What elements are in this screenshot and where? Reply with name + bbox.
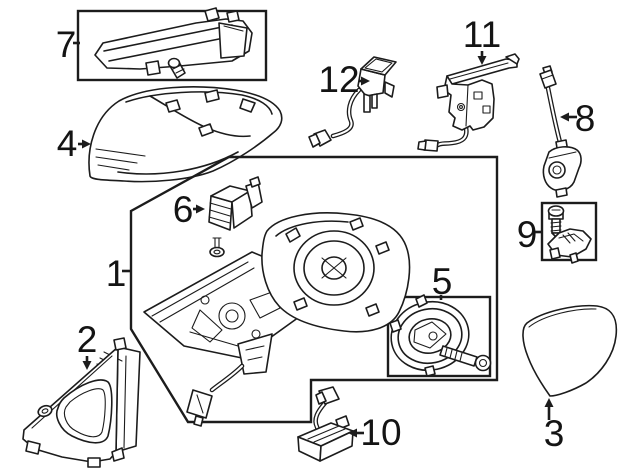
screw-icon bbox=[209, 237, 225, 258]
group-box-5 bbox=[386, 295, 492, 378]
callout-9[interactable]: 9 bbox=[517, 214, 542, 255]
callout-3[interactable]: 3 bbox=[544, 398, 565, 454]
mirror-cover-cap-icon bbox=[88, 86, 283, 183]
callout-12-label[interactable]: 12 bbox=[318, 59, 359, 100]
mirror-assembly-icon bbox=[143, 212, 411, 427]
callout-4[interactable]: 4 bbox=[57, 123, 91, 164]
group-box-7 bbox=[76, 9, 268, 82]
callout-7[interactable]: 7 bbox=[56, 24, 80, 65]
control-module-icon bbox=[208, 176, 263, 258]
callout-3-label[interactable]: 3 bbox=[544, 413, 565, 454]
callout-4-label[interactable]: 4 bbox=[57, 123, 78, 164]
group-box-1 bbox=[129, 155, 499, 424]
corner-trim-panel-icon bbox=[22, 337, 141, 468]
callout-7-label[interactable]: 7 bbox=[56, 24, 77, 65]
callout-11-label[interactable]: 11 bbox=[463, 14, 501, 55]
mirror-glass-icon bbox=[522, 304, 618, 397]
callout-10-label[interactable]: 10 bbox=[360, 412, 401, 453]
screw-and-clip-icon bbox=[547, 205, 592, 264]
callout-5[interactable]: 5 bbox=[432, 261, 453, 302]
callout-5-label[interactable]: 5 bbox=[432, 261, 453, 302]
callout-10[interactable]: 10 bbox=[348, 412, 402, 453]
sensor-with-cable-icon bbox=[308, 56, 397, 148]
callout-8-label[interactable]: 8 bbox=[575, 98, 596, 139]
turn-signal-lamp-icon bbox=[94, 7, 253, 79]
callout-2[interactable]: 2 bbox=[77, 319, 98, 370]
callout-11[interactable]: 11 bbox=[463, 14, 501, 65]
callout-6-label[interactable]: 6 bbox=[173, 189, 194, 230]
bracket-with-harness-icon bbox=[417, 53, 520, 152]
callout-1[interactable]: 1 bbox=[106, 253, 130, 294]
camera-with-cable-icon bbox=[539, 65, 582, 198]
callout-12[interactable]: 12 bbox=[318, 59, 370, 100]
group-boxes bbox=[76, 9, 598, 424]
callout-6[interactable]: 6 bbox=[173, 189, 205, 230]
callout-1-label[interactable]: 1 bbox=[106, 253, 127, 294]
speaker-icon bbox=[389, 294, 492, 377]
callout-8[interactable]: 8 bbox=[560, 98, 596, 139]
callout-9-label[interactable]: 9 bbox=[517, 214, 538, 255]
bolt-icon bbox=[439, 345, 492, 372]
sensor-module-icon bbox=[297, 386, 354, 462]
callout-2-label[interactable]: 2 bbox=[77, 319, 98, 360]
